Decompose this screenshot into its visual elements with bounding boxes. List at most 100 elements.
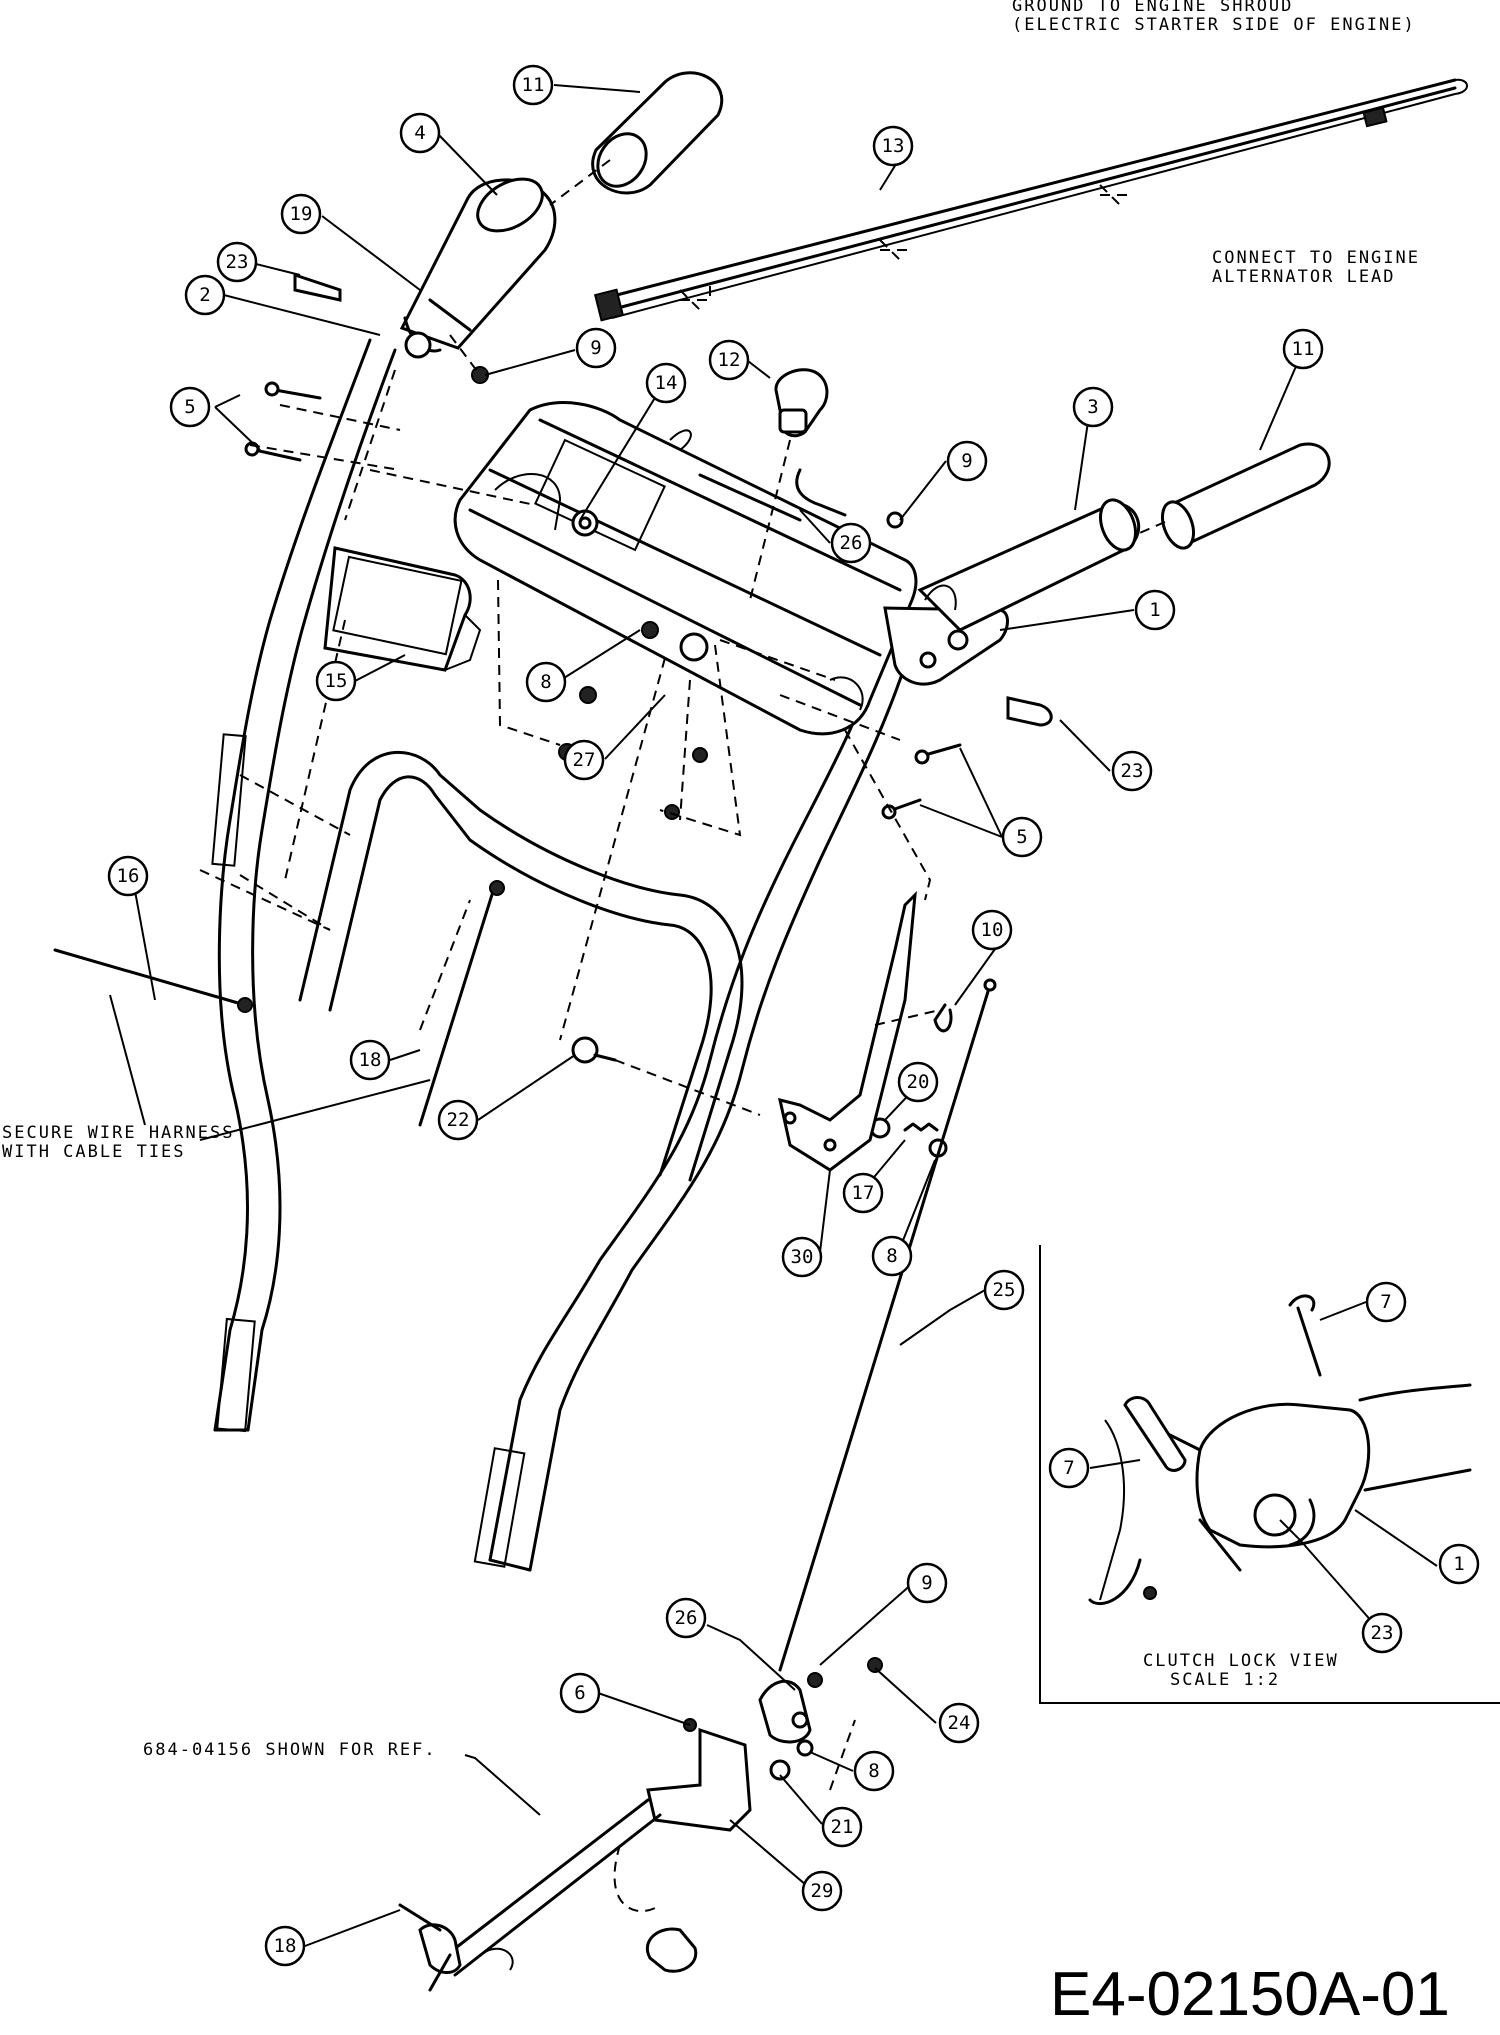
callout-22: 22 <box>437 1099 479 1141</box>
control-rod <box>778 983 992 1672</box>
callout-8-bottom: 8 <box>853 1750 895 1792</box>
callout-7-top: 7 <box>1365 1281 1407 1323</box>
shift-bracket <box>778 890 917 1172</box>
left-grip <box>591 71 724 195</box>
callout-13: 13 <box>872 125 914 167</box>
right-handle <box>917 498 1141 632</box>
callout-14: 14 <box>645 362 687 404</box>
callout-18-mid: 18 <box>349 1039 391 1081</box>
svg-text:11: 11 <box>522 74 545 96</box>
svg-text:3: 3 <box>1087 396 1098 418</box>
svg-text:16: 16 <box>117 865 140 887</box>
note-ground-line2: (ELECTRIC STARTER SIDE OF ENGINE) <box>1012 15 1416 35</box>
svg-text:18: 18 <box>274 1935 297 1957</box>
note-clutch-line2: SCALE 1:2 <box>1170 1670 1280 1690</box>
callout-19: 19 <box>280 193 322 235</box>
note-reference-part: 684-04156 SHOWN FOR REF. <box>143 1740 437 1760</box>
svg-text:23: 23 <box>1121 760 1144 782</box>
svg-text:18: 18 <box>359 1049 382 1071</box>
callout-7-left: 7 <box>1048 1447 1090 1489</box>
svg-text:26: 26 <box>675 1607 698 1629</box>
svg-text:13: 13 <box>882 135 905 157</box>
svg-text:29: 29 <box>811 1880 834 1902</box>
callout-23-inset: 23 <box>1361 1612 1403 1654</box>
left-frame-tube <box>211 338 397 1433</box>
svg-text:24: 24 <box>948 1712 971 1734</box>
callout-23-top: 23 <box>216 241 258 283</box>
callout-15: 15 <box>315 660 357 702</box>
svg-text:23: 23 <box>1371 1622 1394 1644</box>
svg-text:2: 2 <box>199 284 210 306</box>
callout-17: 17 <box>842 1172 884 1214</box>
assembly-guide-lines <box>199 334 941 1913</box>
callout-1-main: 1 <box>1134 589 1176 631</box>
svg-text:14: 14 <box>655 372 678 394</box>
svg-text:20: 20 <box>907 1071 930 1093</box>
right-frame-tube <box>473 638 912 1572</box>
callout-20: 20 <box>897 1061 939 1103</box>
callout-10: 10 <box>971 909 1013 951</box>
callout-3: 3 <box>1072 386 1114 428</box>
svg-text:19: 19 <box>290 203 313 225</box>
svg-text:9: 9 <box>590 337 601 359</box>
callout-4: 4 <box>399 112 441 154</box>
callout-5-left: 5 <box>169 386 211 428</box>
svg-text:25: 25 <box>993 1279 1016 1301</box>
callout-6: 6 <box>559 1672 601 1714</box>
note-connect-line1: CONNECT TO ENGINE <box>1212 248 1420 268</box>
bottom-bracket <box>398 1657 883 1992</box>
callout-8-mid: 8 <box>525 661 567 703</box>
svg-text:21: 21 <box>831 1816 854 1838</box>
left-handle <box>399 177 557 359</box>
svg-text:12: 12 <box>718 349 741 371</box>
drawing-number: E4-02150A-01 <box>1050 1960 1450 2029</box>
callout-24: 24 <box>938 1702 980 1744</box>
wire-harness <box>593 78 1468 322</box>
svg-text:5: 5 <box>1016 826 1027 848</box>
callout-5-right: 5 <box>1001 816 1043 858</box>
svg-text:7: 7 <box>1063 1457 1074 1479</box>
svg-text:23: 23 <box>226 251 249 273</box>
callout-9-bottom: 9 <box>906 1562 948 1604</box>
control-knob <box>749 368 829 601</box>
callout-8-low: 8 <box>871 1235 913 1277</box>
headlight-lens <box>323 546 482 672</box>
callout-23-right: 23 <box>1111 750 1153 792</box>
svg-text:1: 1 <box>1453 1553 1464 1575</box>
callout-29: 29 <box>801 1870 843 1912</box>
callout-9-top: 9 <box>575 327 617 369</box>
right-grip-guide <box>1134 521 1166 536</box>
callout-26-top: 26 <box>830 522 872 564</box>
note-secure-line2: WITH CABLE TIES <box>2 1142 186 1162</box>
svg-text:6: 6 <box>574 1682 585 1704</box>
svg-text:9: 9 <box>921 1572 932 1594</box>
callout-12: 12 <box>708 339 750 381</box>
svg-text:7: 7 <box>1380 1291 1391 1313</box>
svg-text:17: 17 <box>852 1182 875 1204</box>
hardware <box>53 272 1053 1158</box>
dash-panel <box>453 401 918 736</box>
svg-text:1: 1 <box>1149 599 1160 621</box>
callout-25: 25 <box>983 1269 1025 1311</box>
svg-text:30: 30 <box>791 1246 814 1268</box>
right-grip <box>1160 442 1331 550</box>
lower-u-handle <box>298 751 744 1182</box>
svg-text:5: 5 <box>184 396 195 418</box>
svg-text:8: 8 <box>868 1760 879 1782</box>
clutch-lock-inset <box>1039 1245 1500 1704</box>
note-secure-line1: SECURE WIRE HARNESS <box>2 1123 234 1143</box>
callout-11-top: 11 <box>512 64 554 106</box>
svg-text:27: 27 <box>573 749 596 771</box>
svg-text:9: 9 <box>961 450 972 472</box>
left-grip-guide <box>549 159 611 206</box>
callout-26-bottom: 26 <box>665 1597 707 1639</box>
svg-text:8: 8 <box>886 1245 897 1267</box>
callout-2: 2 <box>184 274 226 316</box>
svg-text:10: 10 <box>981 919 1004 941</box>
svg-text:11: 11 <box>1292 338 1315 360</box>
svg-text:22: 22 <box>447 1109 470 1131</box>
callout-1-inset: 1 <box>1438 1543 1480 1585</box>
callout-27: 27 <box>563 739 605 781</box>
note-clutch-line1: CLUTCH LOCK VIEW <box>1143 1651 1339 1671</box>
